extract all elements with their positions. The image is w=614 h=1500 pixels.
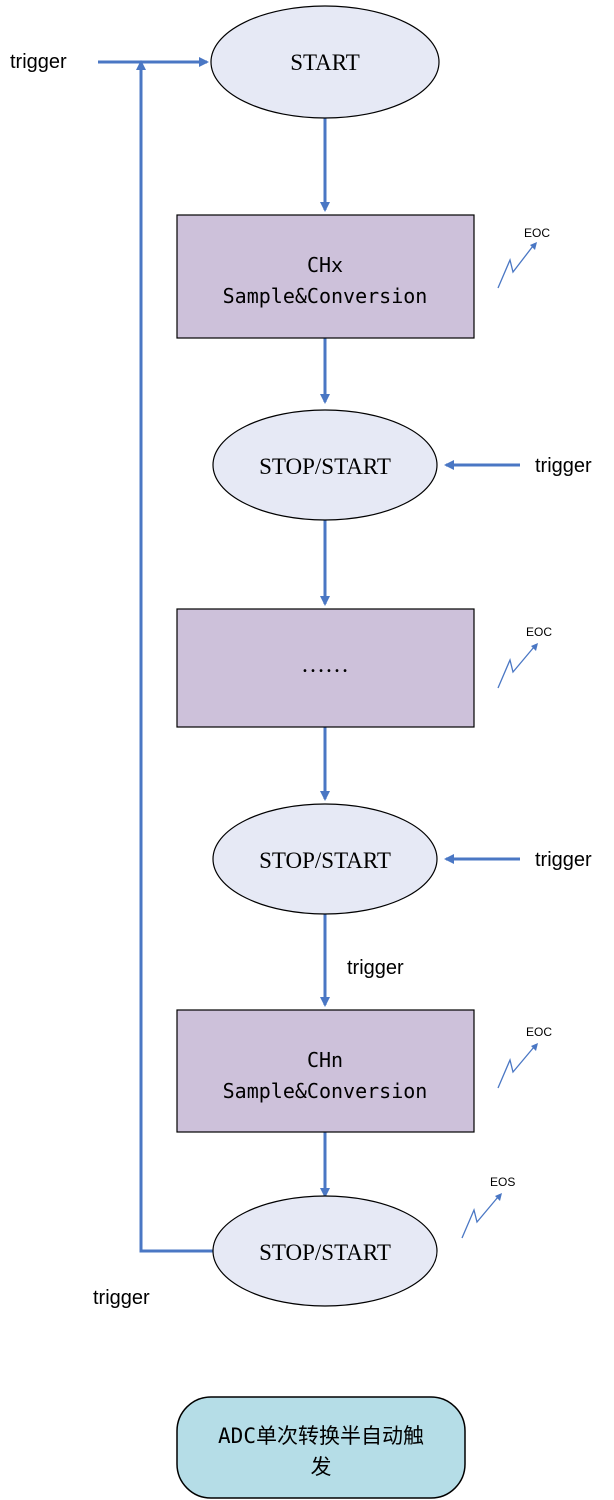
stop-start-label-2: STOP/START bbox=[259, 848, 391, 873]
rising-signal-icon bbox=[461, 1196, 499, 1239]
arrow-tip-icon bbox=[530, 242, 537, 250]
chn-sample-conversion-label: Sample&Conversion bbox=[223, 1079, 428, 1103]
connector-stop3-loop-back bbox=[136, 60, 213, 1253]
chx-sample-conversion-label: Sample&Conversion bbox=[223, 284, 428, 308]
arrow-tip-icon bbox=[531, 643, 538, 651]
start-label: START bbox=[290, 50, 360, 75]
trigger-label-middle: trigger bbox=[347, 957, 404, 979]
stop-start-label-3: STOP/START bbox=[259, 1240, 391, 1265]
eos-label: EOS bbox=[490, 1175, 515, 1189]
rising-signal-icon bbox=[497, 1046, 535, 1089]
title-line-1: ADC单次转换半自动触 bbox=[218, 1424, 424, 1448]
eoc-label-3: EOC bbox=[526, 1025, 552, 1039]
eoc-label-1: EOC bbox=[524, 226, 550, 240]
rising-signal-icon bbox=[497, 245, 534, 289]
stop-start-node-2: STOP/START bbox=[212, 803, 438, 915]
arrow-tip-icon bbox=[495, 1193, 502, 1201]
eoc-event-3: EOC bbox=[497, 1025, 552, 1089]
trigger-label-top: trigger bbox=[10, 51, 67, 73]
flow-connectors bbox=[98, 57, 520, 1253]
title-box: ADC单次转换半自动触 发 bbox=[176, 1396, 466, 1499]
chn-sample-conversion-box: CHn Sample&Conversion bbox=[176, 1009, 475, 1133]
trigger-label-right-1: trigger bbox=[535, 455, 592, 477]
eoc-event-1: EOC bbox=[497, 226, 550, 289]
event-arrow-tips bbox=[495, 242, 538, 1201]
chn-label: CHn bbox=[307, 1048, 343, 1072]
arrow-tip-icon bbox=[531, 1043, 538, 1051]
chx-label: CHx bbox=[307, 253, 343, 277]
chx-sample-conversion-box: CHx Sample&Conversion bbox=[176, 214, 475, 339]
stop-start-label-1: STOP/START bbox=[259, 454, 391, 479]
trigger-label-bottom: trigger bbox=[93, 1287, 150, 1309]
start-node: START bbox=[210, 5, 440, 119]
trigger-label-right-2: trigger bbox=[535, 849, 592, 871]
stop-start-node-3: STOP/START bbox=[212, 1195, 438, 1307]
title-line-2: 发 bbox=[311, 1455, 332, 1479]
stop-start-node-1: STOP/START bbox=[212, 409, 438, 521]
rising-signal-icon bbox=[497, 646, 535, 689]
eoc-label-2: EOC bbox=[526, 625, 552, 639]
eos-event: EOS bbox=[461, 1175, 515, 1239]
ellipsis-box: …… bbox=[176, 608, 475, 728]
eoc-event-2: EOC bbox=[497, 625, 552, 689]
ellipsis-label: …… bbox=[301, 652, 349, 678]
